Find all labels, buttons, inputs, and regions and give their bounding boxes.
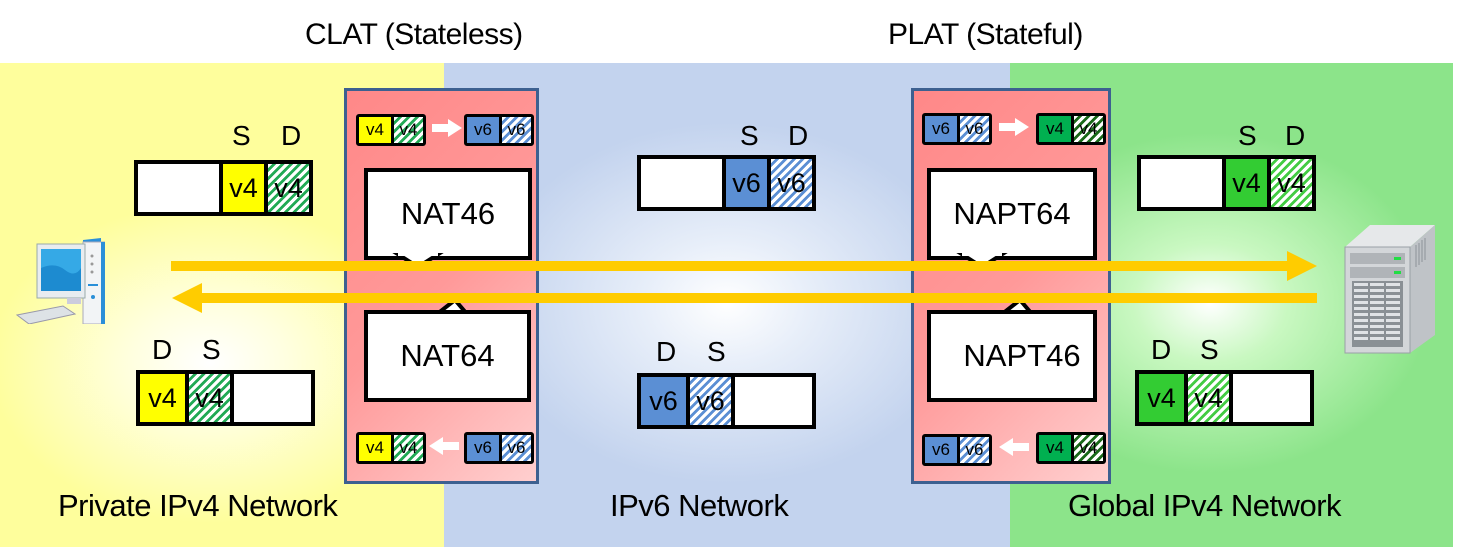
clat-in-to-header: v4 v4 [356,432,426,464]
ipv6-outbound-packet: v6 v6 [637,155,816,211]
ipv6-label: IPv6 Network [610,488,789,523]
inbound-arrow [172,283,1317,313]
src-field: v6 [467,117,499,143]
dst-label: D [788,120,809,151]
src-field: v4 [1222,159,1267,207]
private-outbound-packet: v4 v4 [134,160,313,216]
src-field: v4 [1071,435,1103,461]
src-field: v4 [391,435,423,461]
napt46-label: NAPT46 [963,338,1081,373]
dst-field: v6 [957,116,989,142]
src-field: v6 [925,116,957,142]
plat-out-from-header: v6 v6 [922,113,992,145]
client-pc-icon [15,238,105,324]
dst-field: v6 [925,437,957,463]
plat-title: PLAT (Stateful) [888,18,1083,51]
dst-field: v4 [140,374,185,422]
dst-field: v4 [1139,374,1184,422]
clat-device: v4 v4 v6 v6 NAT46 NAT64 v4 v4 v6 v6 [344,88,539,484]
right-arrow-icon [432,119,462,137]
src-label: S [202,334,221,365]
private-ipv4-label: Private IPv4 Network [58,488,338,523]
plat-device: v6 v6 v4 v4 NAPT64 NAPT46 v6 v6 v4 v4 [911,88,1111,484]
dst-label: D [1285,120,1306,151]
clat-out-from-header: v4 v4 [356,114,426,146]
callout-pointer-icon [956,253,1008,270]
dst-field: v6 [467,435,499,461]
src-field: v6 [957,437,989,463]
global-ipv4-label: Global IPv4 Network [1068,488,1342,523]
payload-field [641,159,722,207]
plat-in-to-header: v6 v6 [922,434,992,466]
payload-field [1229,374,1310,422]
clat-out-to-header: v6 v6 [464,114,534,146]
src-label: S [1238,120,1257,151]
plat-in-from-header: v4 v4 [1036,432,1106,464]
nat64-label: NAT64 [400,338,495,373]
nat46-callout: NAT46 [364,168,532,260]
src-field: v4 [1184,374,1229,422]
src-label: S [740,120,759,151]
payload-field [138,164,219,212]
server-icon [1344,225,1435,354]
global-outbound-packet: v4 v4 [1137,155,1316,211]
dst-field: v6 [641,377,686,425]
right-arrow-icon [999,118,1029,136]
clat-in-from-header: v6 v6 [464,432,534,464]
napt46-callout: NAPT46 [927,310,1097,402]
left-arrow-icon [999,438,1029,456]
src-field: v4 [1039,116,1071,142]
dst-label: D [1151,334,1172,365]
nat46-label: NAT46 [400,196,496,231]
callout-pointer-icon [392,253,444,270]
napt64-label: NAPT64 [953,196,1071,231]
src-label: S [707,336,726,367]
left-arrow-icon [429,437,459,455]
dst-label: D [281,120,302,151]
src-field: v4 [185,374,230,422]
nat64-callout: NAT64 [364,310,531,402]
global-inbound-packet: v4 v4 [1135,370,1314,426]
src-field: v6 [722,159,767,207]
outbound-arrow [171,251,1317,281]
payload-field [731,377,812,425]
napt64-callout: NAPT64 [927,168,1097,260]
plat-out-to-header: v4 v4 [1036,113,1106,145]
src-field: v4 [359,117,391,143]
private-inbound-packet: v4 v4 [136,370,315,426]
dst-field: v4 [264,164,309,212]
dst-field: v6 [767,159,812,207]
dst-field: v4 [391,117,423,143]
src-field: v6 [499,435,531,461]
ipv6-inbound-packet: v6 v6 [637,373,816,429]
dst-field: v4 [1267,159,1312,207]
payload-field [230,374,311,422]
dst-label: D [656,336,677,367]
dst-field: v4 [359,435,391,461]
payload-field [1141,159,1222,207]
src-label: S [1200,334,1219,365]
dst-field: v4 [1071,116,1103,142]
dst-field: v4 [1039,435,1071,461]
dst-field: v6 [499,117,531,143]
src-field: v4 [219,164,264,212]
dst-label: D [152,334,173,365]
clat-title: CLAT (Stateless) [305,18,523,51]
src-field: v6 [686,377,731,425]
src-label: S [232,120,251,151]
